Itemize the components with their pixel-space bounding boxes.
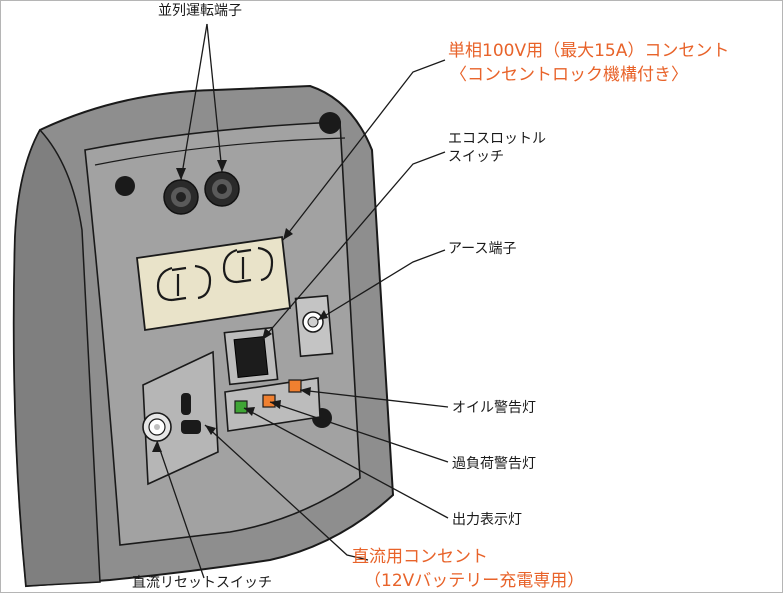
label-dc-outlet-line1: 直流用コンセント: [352, 547, 488, 567]
leader-arrowheads: [152, 160, 328, 452]
eco-switch-rocker[interactable]: [233, 335, 269, 379]
panel-side: [13, 128, 101, 587]
panel-top-strip: [94, 137, 346, 166]
label-parallel-terminal: 並列運転端子: [158, 3, 242, 19]
label-ac-outlet-line1: 単相100V用（最大15A）コンセント: [448, 41, 730, 61]
label-overload-warning: 過負荷警告灯: [452, 456, 536, 472]
dc-outlet-slot-upper: [181, 393, 191, 415]
parallel-terminal-right: [204, 171, 240, 207]
ac-receptacle-right: [222, 246, 274, 284]
dc-outlet-slot-lower: [181, 420, 201, 434]
label-dc-reset-switch: 直流リセットスイッチ: [132, 575, 272, 591]
screw-top-right: [319, 112, 341, 134]
dc-panel: [142, 350, 219, 486]
ac-receptacle-left: [156, 264, 212, 302]
earth-terminal: [302, 311, 324, 333]
label-oil-warning: オイル警告灯: [452, 400, 536, 416]
dc-reset-switch[interactable]: [142, 412, 172, 442]
label-earth-terminal: アース端子: [448, 241, 517, 257]
label-dc-outlet-line2: （12Vバッテリー充電専用）: [364, 571, 585, 591]
overload-warning-lamp: [262, 394, 276, 408]
label-ac-outlet-line2: 〈コンセントロック機構付き〉: [450, 65, 688, 85]
label-eco-switch-line2: スイッチ: [448, 149, 504, 165]
label-eco-switch-line1: エコスロットル: [448, 131, 546, 147]
output-indicator-lamp: [234, 400, 248, 414]
oil-warning-lamp: [288, 379, 302, 393]
label-output-indicator: 出力表示灯: [452, 512, 522, 528]
screw-top-left: [115, 176, 135, 196]
leader-lines: [156, 23, 449, 579]
parallel-terminal-left: [163, 179, 199, 215]
